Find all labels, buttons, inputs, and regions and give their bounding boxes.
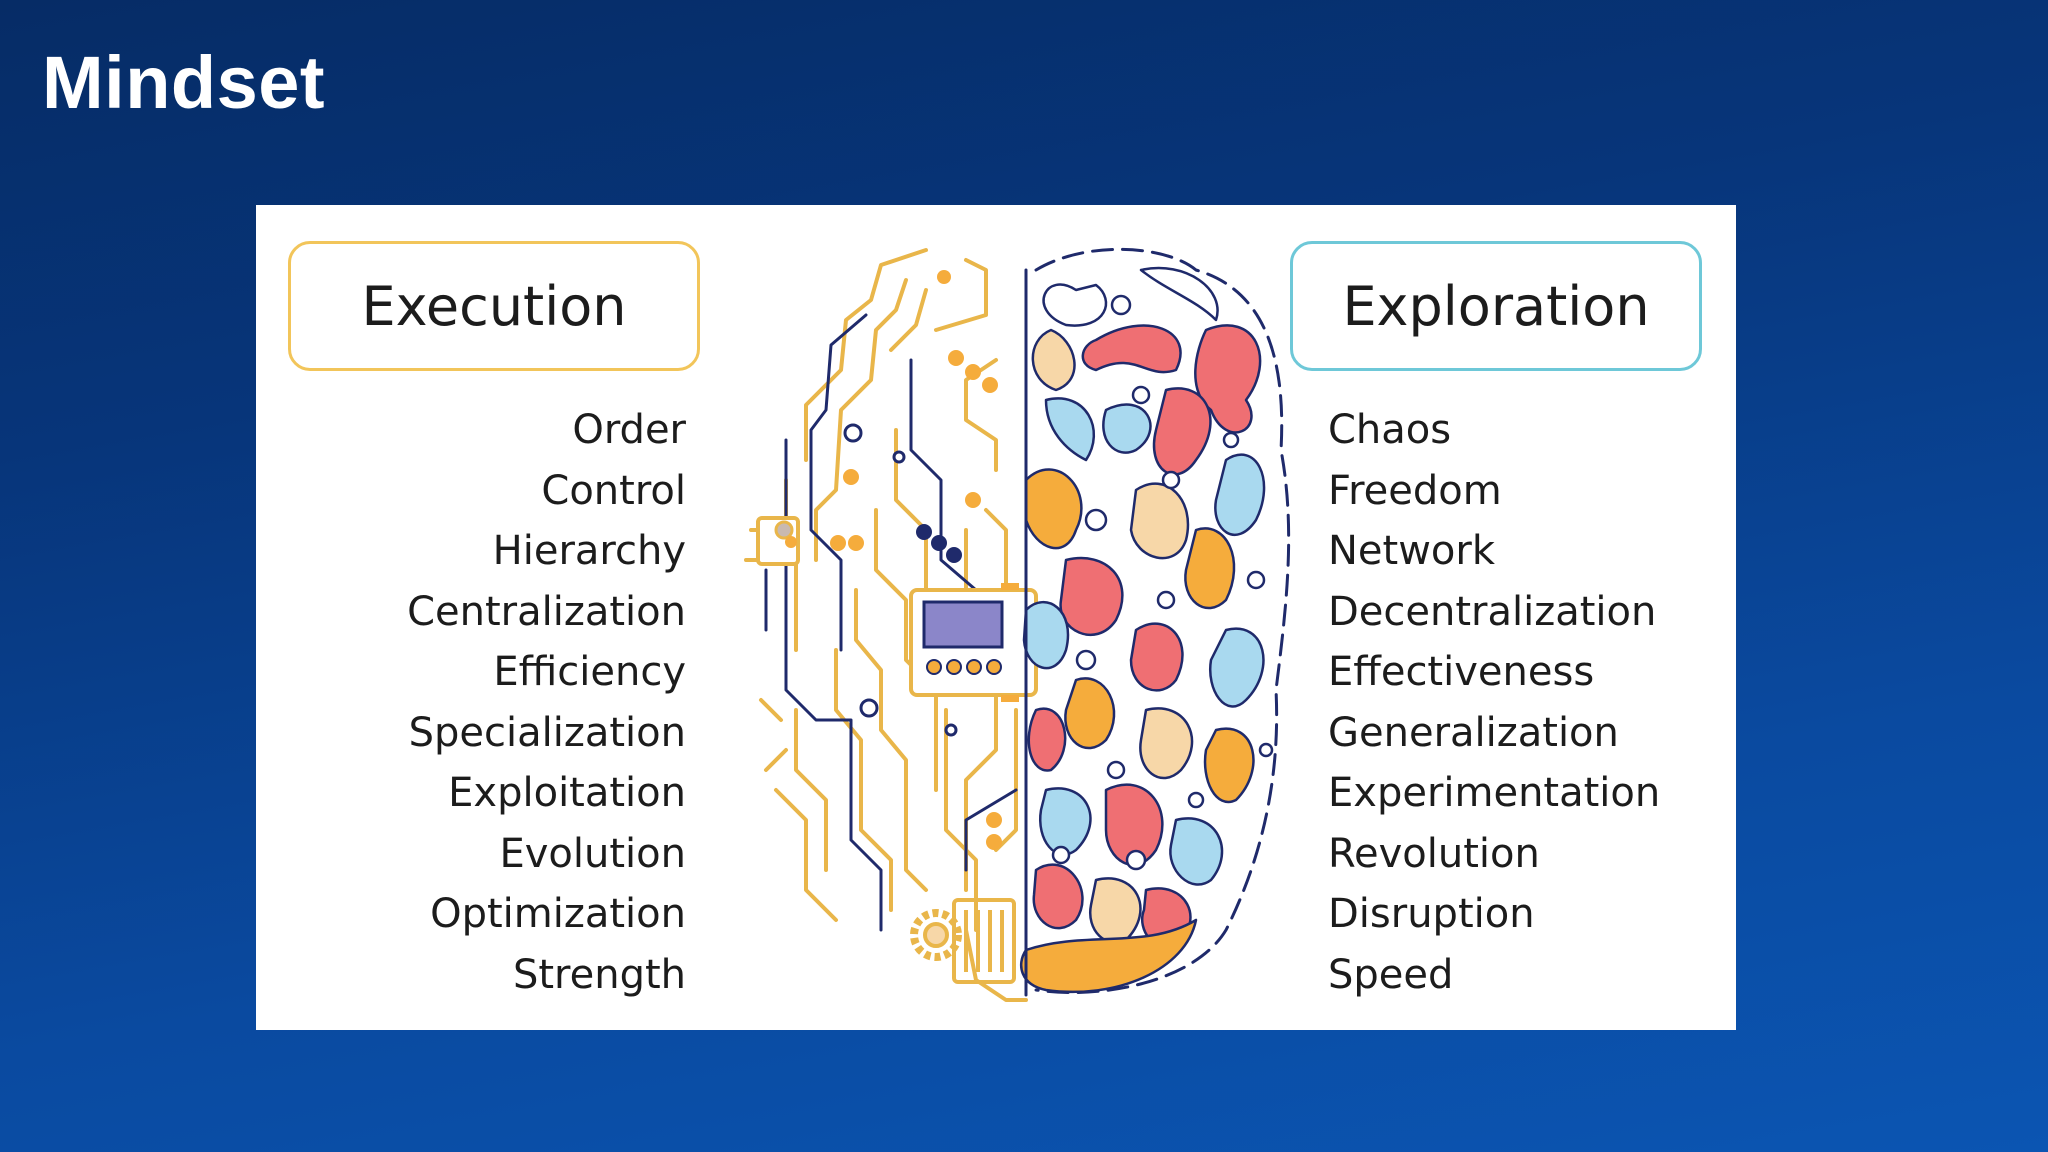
execution-item: Specialization	[408, 709, 686, 756]
exploration-item: Experimentation	[1328, 770, 1661, 816]
circuit-chip	[909, 583, 1038, 702]
brain-illustration	[744, 247, 1291, 1002]
creative-brain-outline	[1024, 247, 1291, 997]
exploration-item: Generalization	[1328, 709, 1619, 756]
exploration-item: Chaos	[1328, 407, 1452, 453]
execution-item: Efficiency	[493, 649, 686, 695]
slide-title: Mindset	[42, 41, 326, 124]
exploration-item: Speed	[1328, 951, 1454, 998]
execution-item: Hierarchy	[492, 528, 686, 574]
exploration-item: Freedom	[1328, 467, 1502, 514]
execution-item: Optimization	[430, 891, 686, 937]
creative-brain-bubbles	[1051, 294, 1274, 871]
execution-label-box: Execution	[288, 241, 700, 371]
exploration-label-box: Exploration	[1290, 241, 1702, 371]
mindset-illustration-panel: Execution Exploration Order Control Hier…	[256, 205, 1736, 1030]
circuit-connector-box	[756, 516, 800, 566]
exploration-item: Disruption	[1328, 891, 1535, 937]
execution-item: Strength	[512, 951, 686, 998]
chip-screen	[922, 600, 1004, 649]
circuit-dots-navy	[916, 524, 962, 563]
exploration-item: Network	[1328, 528, 1496, 574]
execution-item: Exploitation	[448, 770, 686, 816]
circuit-heatsink	[952, 898, 1016, 984]
execution-item: Evolution	[499, 830, 686, 877]
execution-item: Order	[572, 407, 686, 453]
execution-item: Control	[541, 467, 686, 514]
exploration-item: Effectiveness	[1328, 649, 1595, 695]
creative-brain-right-hemisphere	[1019, 266, 1266, 994]
exploration-item: Revolution	[1328, 830, 1540, 877]
execution-item: Centralization	[407, 588, 686, 635]
exploration-item: Decentralization	[1328, 588, 1657, 635]
exploration-label: Exploration	[1342, 274, 1650, 338]
execution-word-list: Order Control Hierarchy Centralization E…	[407, 400, 686, 1005]
circuit-hollow-nodes	[843, 423, 958, 737]
circuit-dots-orange	[785, 270, 1002, 850]
gear-icon	[910, 909, 962, 961]
exploration-word-list: Chaos Freedom Network Decentralization E…	[1328, 400, 1660, 1005]
execution-label: Execution	[361, 274, 627, 338]
